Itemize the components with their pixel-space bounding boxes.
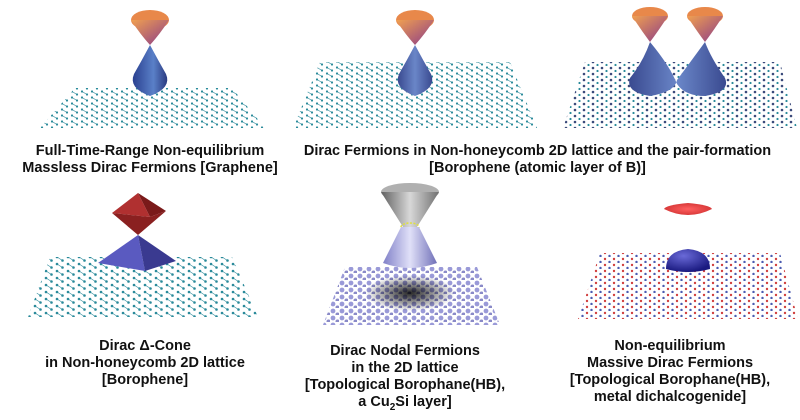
caption-line: Full-Time-Range Non-equilibrium	[35, 143, 265, 159]
caption-line: Dirac Δ-Cone	[99, 338, 191, 354]
nodal-shadow	[365, 275, 455, 311]
massive-caption: Non-equilibrium Massive Dirac Fermions […	[540, 338, 800, 406]
caption-line: Dirac Fermions in Non-honeycomb 2D latti…	[303, 143, 772, 159]
caption-line: [Topological Borophane(HB),	[569, 372, 771, 388]
caption-line: metal dichalcogenide]	[593, 389, 747, 405]
borophene-lattice	[28, 257, 258, 317]
dirac-cone-icon	[396, 10, 434, 96]
panel-graphene: Full-Time-Range Non-equilibrium Massless…	[0, 0, 300, 180]
graphene-illustration	[40, 10, 265, 128]
caption-line: [Borophene]	[101, 372, 189, 388]
massive-illustration	[578, 203, 798, 319]
borophene-dot-lattice	[563, 62, 797, 128]
caption-line: a Cu2Si layer]	[358, 394, 452, 413]
lattice	[578, 253, 798, 319]
caption-line: Non-equilibrium	[614, 338, 726, 354]
nodal-illustration	[323, 183, 500, 325]
caption-line: Massless Dirac Fermions [Graphene]	[22, 160, 278, 176]
panel-nodal: Dirac Nodal Fermions in the 2D lattice […	[285, 175, 525, 420]
massive-cone-icon	[664, 203, 712, 272]
caption-line: in Non-honeycomb 2D lattice	[45, 355, 245, 371]
borophene-pair-caption: Dirac Fermions in Non-honeycomb 2D latti…	[275, 143, 800, 177]
delta-cone-caption: Dirac Δ-Cone in Non-honeycomb 2D lattice…	[0, 338, 290, 389]
nodal-caption: Dirac Nodal Fermions in the 2D lattice […	[285, 343, 525, 413]
caption-line: Massive Dirac Fermions	[586, 355, 754, 371]
delta-cone-illustration	[28, 193, 258, 317]
borophene-pair-illustration	[293, 7, 797, 128]
paired-dirac-cones-icon	[629, 7, 727, 96]
caption-line: [Topological Borophane(HB),	[304, 377, 506, 393]
caption-line: [Borophene (atomic layer of B)]	[429, 160, 646, 176]
graphene-caption: Full-Time-Range Non-equilibrium Massless…	[0, 143, 300, 177]
caption-line: in the 2D lattice	[351, 360, 459, 376]
panel-massive: Non-equilibrium Massive Dirac Fermions […	[540, 185, 800, 420]
panel-borophene-pair: Dirac Fermions in Non-honeycomb 2D latti…	[285, 0, 800, 180]
caption-line: Dirac Nodal Fermions	[330, 343, 480, 359]
nodal-cone-icon	[381, 183, 439, 268]
panel-delta-cone: Dirac Δ-Cone in Non-honeycomb 2D lattice…	[0, 185, 290, 420]
graphene-lattice	[40, 88, 265, 128]
dirac-cone-icon	[131, 10, 169, 96]
delta-cone-icon	[98, 193, 176, 271]
